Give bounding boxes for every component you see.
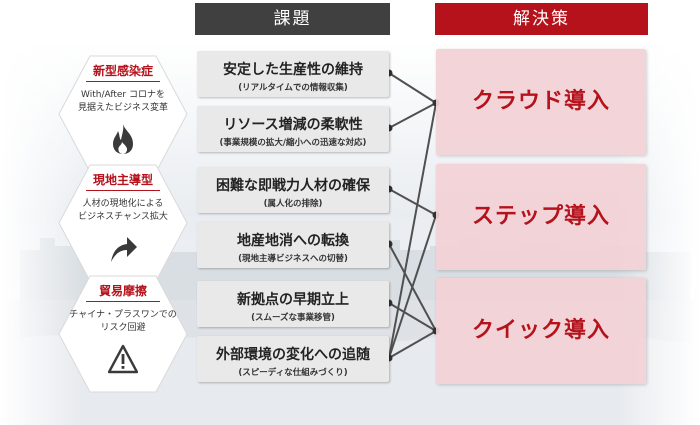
- solution-step: ステップ導入: [436, 164, 646, 270]
- connector-line-6: [388, 214, 437, 359]
- driver-title: 貿易摩擦: [98, 284, 147, 298]
- issue-card: 新拠点の早期立上 (スムーズな事業移管): [197, 281, 389, 327]
- driver-line: リスク回避: [100, 323, 146, 333]
- driver-trade-friction: 貿易摩擦 チャイナ・プラスワンでの リスク回避: [58, 275, 188, 393]
- hexagon-shape: [58, 275, 188, 393]
- solution-label: クイック導入: [471, 318, 610, 343]
- driver-title: 現地主導型: [92, 173, 153, 187]
- solution-quick: クイック導入: [436, 278, 646, 384]
- connector-line-5: [388, 102, 437, 359]
- warning-icon: [108, 344, 138, 374]
- title-rule: [86, 81, 160, 82]
- issue-card: 外部環境の変化への追随 (スピーディな仕組みづくり): [197, 336, 389, 382]
- issue-title: 地産地消への転換: [237, 233, 349, 249]
- driver-description: 人材の現地化による ビジネスチャンス拡大: [58, 198, 188, 224]
- driver-title: 新型感染症: [92, 64, 153, 78]
- driver-line: With/After コロナを: [81, 90, 165, 100]
- issue-title: リソース増減の柔軟性: [223, 117, 363, 133]
- issues-header: 課題: [195, 3, 390, 35]
- solutions-header: 解決策: [435, 3, 648, 35]
- fire-icon: [113, 124, 133, 154]
- issue-title: 新拠点の早期立上: [237, 292, 349, 308]
- issue-card: リソース増減の柔軟性 (事業規模の拡大/縮小への迅速な対応): [197, 106, 389, 152]
- connector-line-4: [388, 302, 437, 332]
- connector-line-1: [388, 102, 437, 129]
- issue-subtitle: (リアルタイムでの情報収集): [238, 83, 348, 93]
- issue-subtitle: (属人化の排除): [263, 199, 323, 209]
- driver-description: チャイナ・プラスワンでの リスク回避: [58, 309, 188, 335]
- driver-line: 見据えたビジネス変革: [77, 103, 168, 113]
- issue-card: 困難な即戦力人材の確保 (属人化の排除): [197, 167, 389, 213]
- driver-line: チャイナ・プラスワンでの: [69, 310, 177, 320]
- driver-description: With/After コロナを 見据えたビジネス変革: [58, 89, 188, 115]
- issue-card: 安定した生産性の維持 (リアルタイムでの情報収集): [197, 51, 389, 97]
- solution-label: ステップ導入: [471, 204, 610, 229]
- title-rule: [86, 190, 160, 191]
- connector-line-2: [388, 188, 437, 216]
- up-arrow-icon: [111, 237, 137, 262]
- solution-cloud: クラウド導入: [436, 49, 646, 155]
- issue-subtitle: (スムーズな事業移管): [251, 313, 335, 323]
- solution-label: クラウド導入: [471, 89, 610, 114]
- issue-subtitle: (スピーディな仕組みづくり): [238, 368, 348, 378]
- driver-line: ビジネスチャンス拡大: [78, 212, 168, 222]
- title-rule: [86, 301, 160, 302]
- issue-card: 地産地消への転換 (現地主導ビジネスへの切替): [197, 222, 389, 268]
- connector-line-7: [388, 330, 437, 359]
- issue-subtitle: (事業規模の拡大/縮小への迅速な対応): [219, 138, 367, 148]
- driver-line: 人材の現地化による: [82, 199, 164, 209]
- issue-title: 安定した生産性の維持: [223, 62, 363, 78]
- driver-infection: 新型感染症 With/After コロナを 見据えたビジネス変革: [58, 55, 188, 173]
- issue-title: 困難な即戦力人材の確保: [216, 178, 370, 194]
- issue-title: 外部環境の変化への追随: [216, 347, 370, 363]
- issue-subtitle: (現地主導ビジネスへの切替): [238, 254, 348, 264]
- connector-line-0: [388, 72, 437, 104]
